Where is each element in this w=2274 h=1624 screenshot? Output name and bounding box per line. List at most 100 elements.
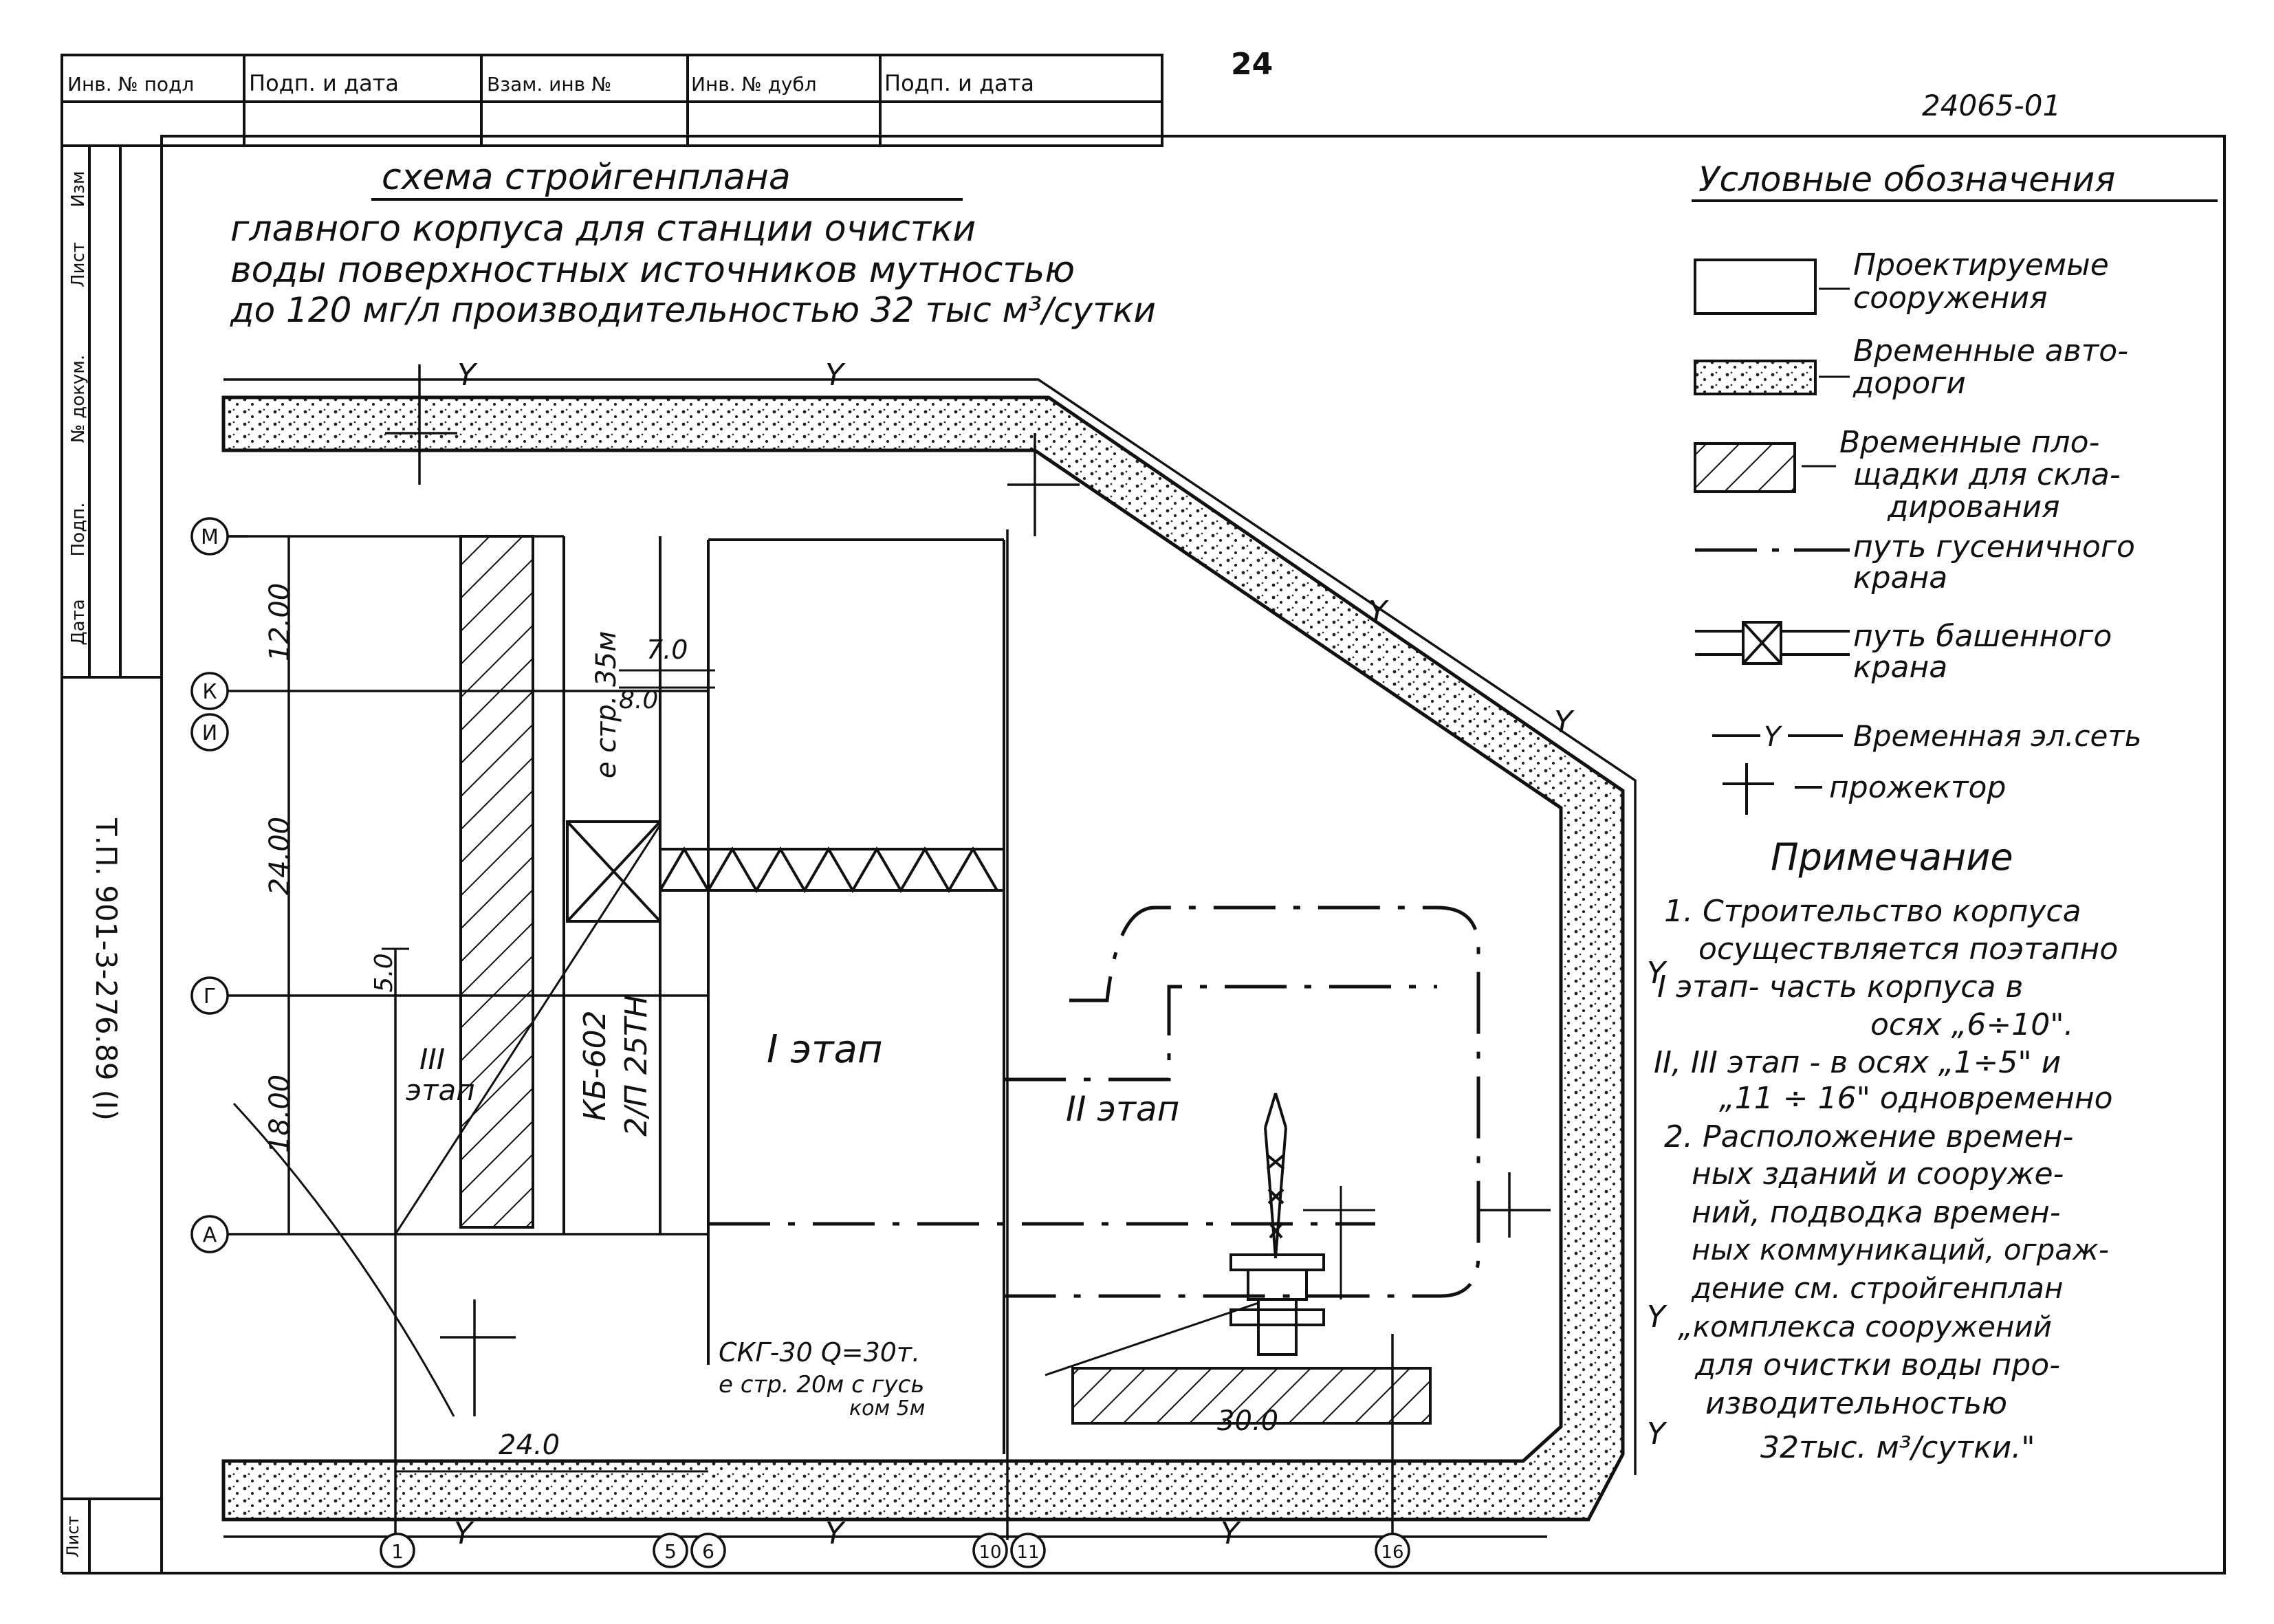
dimension-text: 24.00 [264, 817, 296, 896]
axis-label-row: Г [204, 985, 216, 1009]
legend-label: сооружения [1853, 281, 2048, 316]
svg-text:Y: Y [1554, 705, 1575, 740]
axis-label-col: 6 [702, 1540, 714, 1563]
crane-label: е стр. 20м с гусь [719, 1371, 924, 1398]
dimension-text: 5.0 [370, 953, 398, 992]
legend-swatch-designed [1694, 259, 1817, 315]
axis-label-col: 5 [664, 1540, 677, 1563]
axis-label-row: И [202, 721, 217, 745]
note-line: 2. Расположение времен- [1664, 1119, 2073, 1154]
note-line: дение см. стройгенплан [1691, 1271, 2063, 1305]
title-line: схема стройгенплана [382, 157, 791, 198]
legend-label: путь башенного [1853, 619, 2112, 654]
title-line: воды поверхностных источников мутностью [230, 250, 1075, 291]
dimension-text: 24.0 [499, 1429, 560, 1461]
title-block: Инв. № подл Подп. и дата Взам. инв № Инв… [67, 70, 1034, 96]
crane-label: КБ-602 [578, 1010, 613, 1121]
legend-label: щадки для скла- [1853, 457, 2121, 492]
note-line: „комплекса сооружений [1678, 1310, 2052, 1343]
revision-cell: Дата [68, 599, 89, 645]
legend-swatch-tower [1695, 621, 1850, 665]
legend-label: Временная эл.сеть [1853, 719, 2142, 753]
axis-label-row: К [202, 680, 217, 704]
power-line-marks: Y Y Y Y Y Y Y Y Y Y [454, 358, 1668, 1551]
axis-label-col: 1 [391, 1540, 404, 1563]
svg-text:Y: Y [454, 1516, 474, 1551]
main-building [707, 538, 1005, 1454]
storage-area-bottom [1071, 1367, 1432, 1425]
dimension-lines [287, 536, 1375, 1473]
crane-label: е стр. 35м [591, 631, 622, 779]
sheet-frame [61, 54, 2226, 1574]
stage-label: II этап [1066, 1089, 1179, 1129]
dimension-text: 7.0 [646, 635, 688, 665]
stage-label: этап [406, 1073, 475, 1107]
legend-label: крана [1853, 560, 1947, 595]
floodlight-icons [385, 364, 1551, 1416]
crane-label: ком 5м [849, 1396, 925, 1420]
album-code: Т.П. 901-3-276.89 (I) [89, 818, 123, 1121]
dimension-texts: 12.00 24.00 18.00 5.0 7.0 8.0 24.0 30.0 [264, 583, 1278, 1461]
legend-label: дороги [1852, 366, 1966, 401]
svg-text:Y: Y [825, 358, 846, 393]
title-block-cell: Инв. № дубл [691, 73, 817, 96]
legend-label: прожектор [1829, 770, 2006, 805]
note-line: II, III этап - в осях „1÷5" и [1654, 1045, 2061, 1080]
storage-area-left [459, 535, 534, 1229]
note-line: для очистки воды про- [1694, 1348, 2060, 1383]
plan-labels: I этап II этап III этап КБ-602 2/П 25ТН … [406, 631, 1179, 1420]
svg-text:Y: Y [457, 358, 478, 393]
svg-text:Y: Y [1647, 1416, 1668, 1451]
dimension-text: 8.0 [619, 686, 658, 714]
legend: Условные обозначения Проектируемые соору… [1692, 160, 2218, 815]
crane-label: СКГ-30 Q=30т. [719, 1337, 920, 1368]
note-line: изводительностью [1705, 1386, 2007, 1421]
crawler-crane-path [708, 906, 1480, 1298]
crane-label: 2/П 25ТН [619, 995, 654, 1137]
title-block-cell: Подп. и дата [884, 70, 1034, 96]
svg-text:Y: Y [1368, 595, 1389, 630]
legend-label: дирования [1887, 490, 2060, 525]
revision-cell: Подп. [68, 503, 89, 557]
legend-label: путь гусеничного [1853, 529, 2135, 564]
legend-swatch-storage [1694, 442, 1796, 493]
note-line: ний, подводка времен- [1692, 1195, 2061, 1230]
note-line: осуществляется поэтапно [1698, 932, 2118, 967]
notes: Примечание 1. Строительство корпуса осущ… [1654, 835, 2118, 1465]
axis-label-row: А [203, 1223, 217, 1247]
axis-bubbles [190, 517, 1410, 1568]
title-block-cell: Подп. и дата [249, 70, 399, 96]
axis-labels: M К И Г А 1 5 6 10 11 16 [201, 525, 1403, 1563]
note-line: ных коммуникаций, ограж- [1692, 1233, 2109, 1266]
title-block-cell: Взам. инв № [487, 73, 611, 96]
note-line: осях „6÷10". [1870, 1007, 2073, 1042]
note-line: 32тыс. м³/сутки." [1760, 1430, 2035, 1465]
page-number: 24 [1231, 47, 1273, 82]
svg-text:Y: Y [1221, 1516, 1241, 1551]
notes-heading: Примечание [1771, 835, 2013, 879]
title-line: главного корпуса для станции очистки [230, 208, 976, 250]
note-line: ных зданий и сооруже- [1692, 1156, 2064, 1192]
legend-label: крана [1853, 650, 1947, 685]
dimension-text: 30.0 [1217, 1405, 1278, 1437]
temporary-power-line [223, 378, 1637, 1538]
axis-label-row: M [201, 525, 219, 549]
title-line: до 120 мг/л производительностью 32 тыс м… [230, 290, 1156, 330]
svg-text:Y: Y [1764, 721, 1783, 753]
legend-label: Проектируемые [1853, 248, 2109, 283]
sheet-label: Лист [63, 1516, 83, 1558]
svg-text:Y: Y [1647, 956, 1668, 991]
legend-label: Временные пло- [1839, 425, 2099, 460]
note-line: 1. Строительство корпуса [1664, 894, 2081, 929]
note-line: I этап- часть корпуса в [1657, 969, 2023, 1005]
stage-label: I этап [767, 1027, 883, 1072]
tower-crane-track [562, 536, 1004, 1234]
crane-reach [232, 824, 1259, 1417]
temporary-roads [221, 395, 1625, 1522]
note-line: „11 ÷ 16" одновременно [1719, 1081, 2113, 1116]
crawler-crane-icon [1229, 1093, 1325, 1356]
road-top-and-diagonal [221, 395, 1625, 1522]
legend-swatch-light [1723, 763, 1822, 815]
legend-heading: Условные обозначения [1698, 160, 2115, 199]
